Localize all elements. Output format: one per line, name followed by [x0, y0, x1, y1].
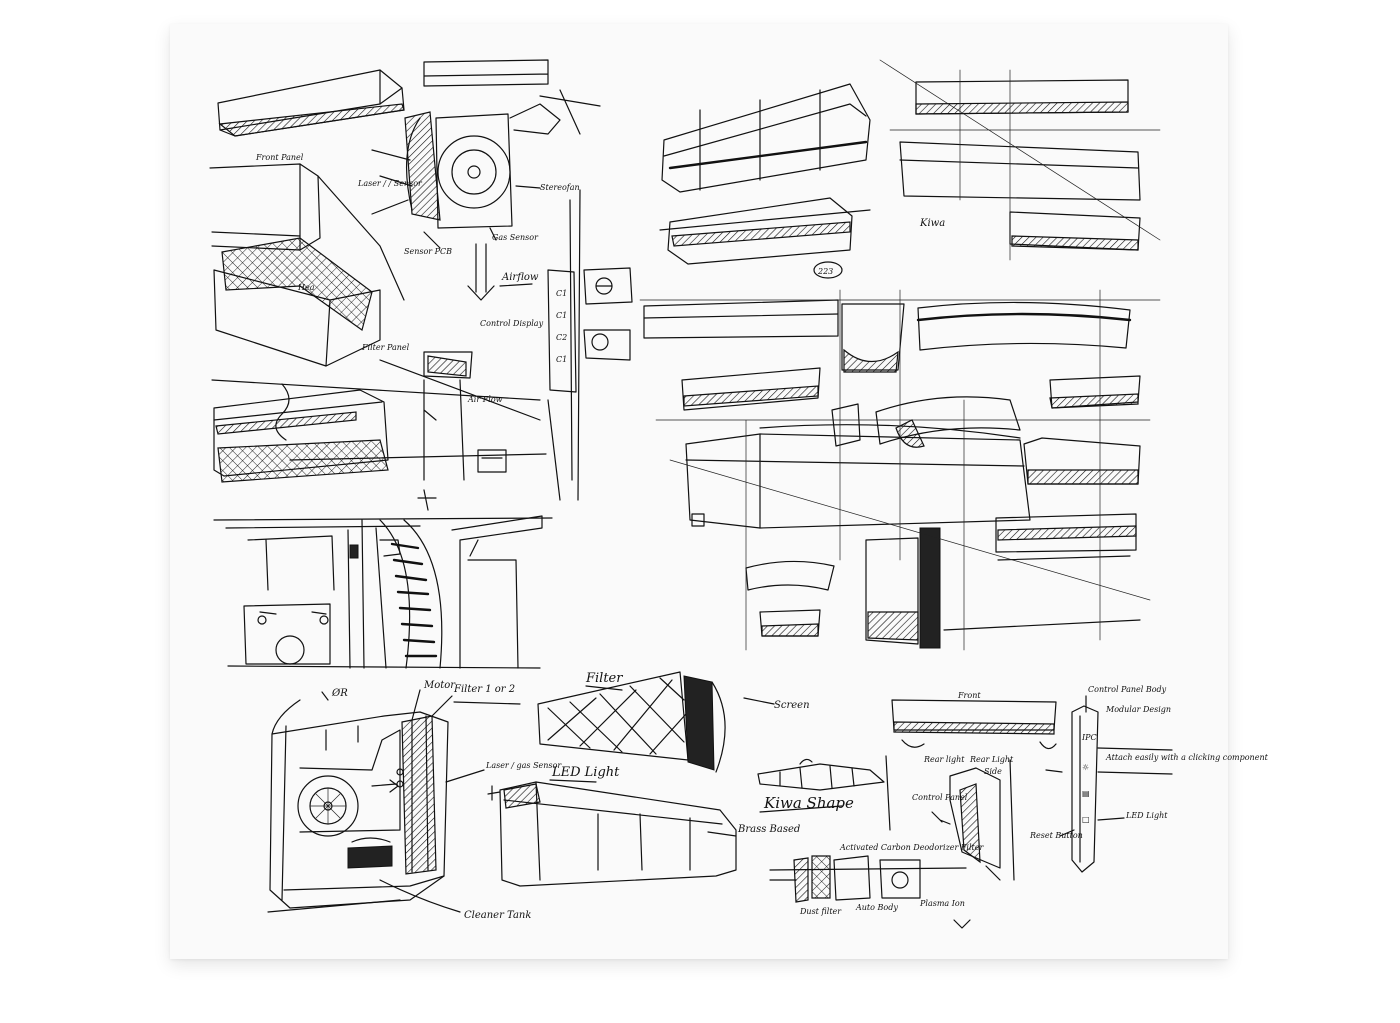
svg-text:C1: C1 [556, 289, 567, 298]
label-filter: Filter [585, 671, 623, 686]
svg-text:C1: C1 [556, 355, 567, 364]
label-laser-gas-sensor: Laser / gas Sensor [485, 761, 562, 770]
top-right-sketches: 223 Kiwa [639, 59, 1161, 651]
label-screen: Screen [774, 700, 810, 711]
label-side: Side [984, 767, 1002, 776]
svg-text:C1: C1 [556, 311, 567, 320]
label-laser-sensor: Laser / / Sensor [357, 179, 423, 188]
top-left-sketches: Laser / / Sensor Stereofan Gas Sensor Se… [209, 59, 633, 501]
label-filter-1-or-2: Filter 1 or 2 [453, 684, 515, 695]
label-front-panel: Front Panel [255, 153, 304, 162]
label-page-number: 223 [817, 267, 833, 276]
label-plasma-ion: Plasma Ion [919, 899, 965, 908]
label-airflow: Airflow [501, 272, 539, 283]
label-rear-light-2: Rear Light [969, 755, 1014, 764]
label-sensor-pcb: Sensor PCB [404, 247, 452, 256]
label-cleaner-tank: Cleaner Tank [464, 910, 531, 921]
label-kiwa-shape: Kiwa Shape [763, 794, 854, 812]
label-led-light-small: LED Light [1125, 811, 1168, 820]
label-front: Front [957, 691, 981, 700]
label-attach-easily: Attach easily with a clicking component [1105, 753, 1269, 762]
label-motor: Motor [423, 680, 456, 691]
svg-text:□: □ [1082, 815, 1090, 824]
label-modular-design: Modular Design [1105, 705, 1171, 714]
label-filter-panel: Filter Panel [361, 343, 410, 352]
label-auto-body: Auto Body [855, 903, 898, 912]
label-control-display: Control Display [480, 319, 544, 328]
label-brass-based: Brass Based [737, 824, 800, 835]
label-reset-button: Reset Button [1029, 831, 1083, 840]
label-kiwa: Kiwa [919, 218, 945, 229]
label-led-light: LED Light [551, 765, 620, 780]
label-stereo-fan: Stereofan [540, 183, 580, 192]
svg-text:ØR: ØR [331, 688, 348, 699]
svg-text:Hea: Hea [297, 283, 315, 292]
label-control-panel-body: Control Panel Body [1088, 685, 1167, 694]
bottom-right-sketches: Front Rear light Rear Light Side Control… [769, 685, 1269, 929]
svg-text:IPC: IPC [1081, 733, 1097, 742]
middle-left-sketches [213, 489, 553, 669]
svg-text:▤: ▤ [1082, 789, 1090, 798]
label-control-panel-2: Control Panel [912, 793, 968, 802]
label-gas-sensor: Gas Sensor [492, 233, 539, 242]
svg-text:C2: C2 [556, 333, 567, 342]
bottom-left-sketches: ØR Motor Filter 1 or 2 Laser / gas Senso… [267, 671, 885, 921]
svg-text:☼: ☼ [1082, 763, 1089, 772]
label-activated-carbon: Activated Carbon Deodorizer Filter [839, 843, 985, 852]
label-rear-light: Rear light [923, 755, 965, 764]
label-dust-filter: Dust filter [799, 907, 842, 916]
